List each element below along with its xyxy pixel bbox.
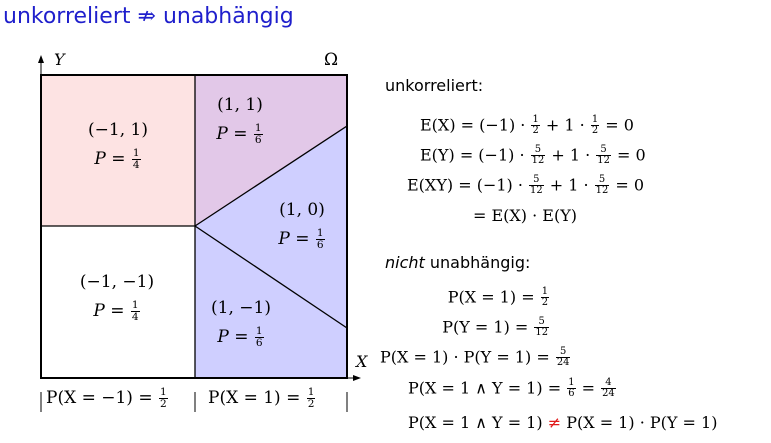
x-axis-label: X — [356, 352, 368, 371]
not-equal-symbol: ≠ — [547, 413, 562, 432]
region-1-minus1 — [195, 226, 347, 378]
title-left-word: unkorreliert — [3, 4, 131, 29]
prob-inequality: P(X = 1 ∧ Y = 1) ≠ P(X = 1) · P(Y = 1) — [408, 413, 718, 432]
region-point: (1, 0) — [279, 200, 325, 220]
region-point: (−1, 1) — [88, 120, 148, 140]
diagonal-divider-upper — [194, 125, 348, 227]
omega-label: Ω — [324, 50, 339, 70]
region-point: (1, 1) — [217, 95, 263, 115]
diagonal-divider-lower — [194, 225, 348, 329]
dependent-heading: nicht unabhängig: — [385, 253, 531, 272]
slide-title: unkorreliert ⇏ unabhängig — [3, 4, 294, 29]
region-point: (1, −1) — [211, 298, 271, 318]
uncorrelated-heading: unkorreliert: — [385, 76, 484, 95]
title-right-word: unabhängig — [162, 4, 294, 29]
not-implies-symbol: ⇏ — [137, 4, 156, 29]
y-axis-label: Y — [54, 50, 65, 69]
region-minus1-minus1 — [41, 226, 195, 378]
expectation-product: = E(X) · E(Y) — [473, 206, 578, 225]
region-minus1-plus1 — [41, 75, 195, 226]
region-1-0 — [195, 126, 347, 328]
region-1-1 — [195, 75, 347, 226]
y-axis-arrow — [38, 55, 44, 63]
region-point: (−1, −1) — [79, 272, 155, 292]
x-axis-arrow — [353, 375, 361, 381]
